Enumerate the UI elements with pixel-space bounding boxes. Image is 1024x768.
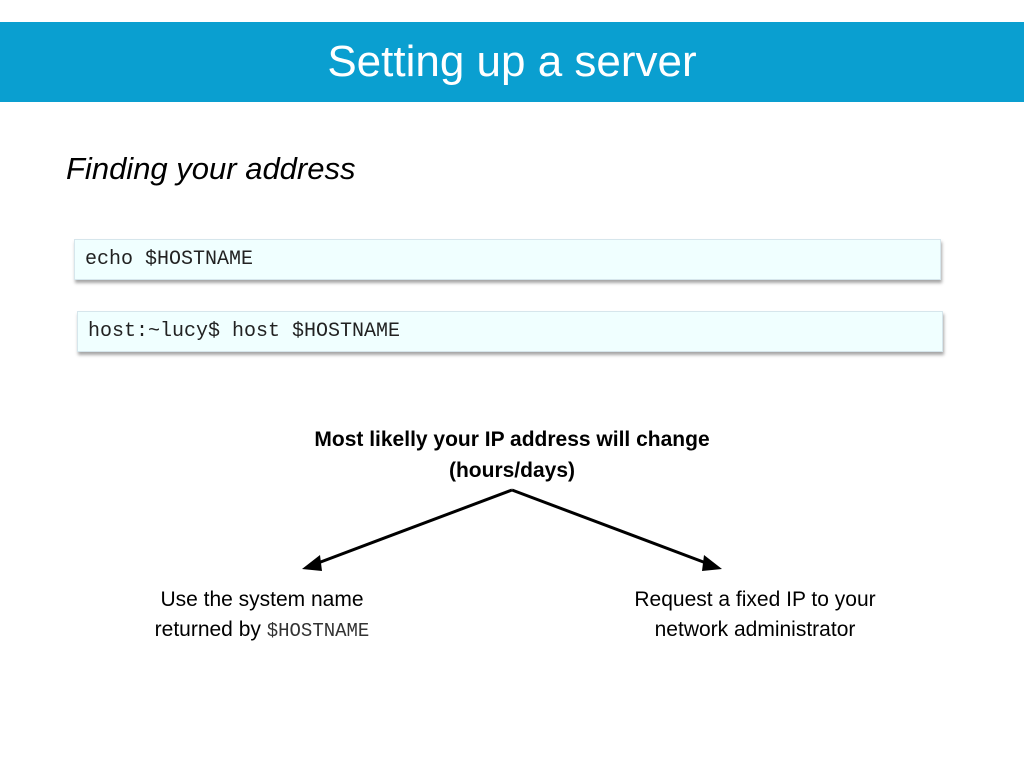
left-arrow-line [309,488,513,568]
left-arrow-head [302,555,322,571]
ip-change-note: Most likelly your IP address will change… [212,424,812,486]
code-block-echo: echo $HOSTNAME [74,239,941,280]
code-block-host: host:~lucy$ host $HOSTNAME [77,311,943,352]
slide-title: Setting up a server [327,37,697,86]
right-arrow-head [702,555,722,571]
right-arrow-line [511,488,715,568]
title-bar: Setting up a server [0,22,1024,102]
option-left-line-1: Use the system name [160,588,364,611]
option-fixed-ip: Request a fixed IP to your network admin… [585,585,925,645]
option-right-line-2: network administrator [654,618,856,641]
option-left-prefix: returned by [154,618,267,641]
slide-subtitle: Finding your address [66,151,356,186]
note-line-2: (hours/days) [448,459,576,482]
option-left-hostname-code: $HOSTNAME [266,620,370,642]
option-right-line-1: Request a fixed IP to your [634,588,876,611]
note-line-1: Most likelly your IP address will change [314,428,710,451]
option-left-line-2: returned by $HOSTNAME [92,615,432,646]
option-system-name: Use the system name returned by $HOSTNAM… [92,585,432,646]
